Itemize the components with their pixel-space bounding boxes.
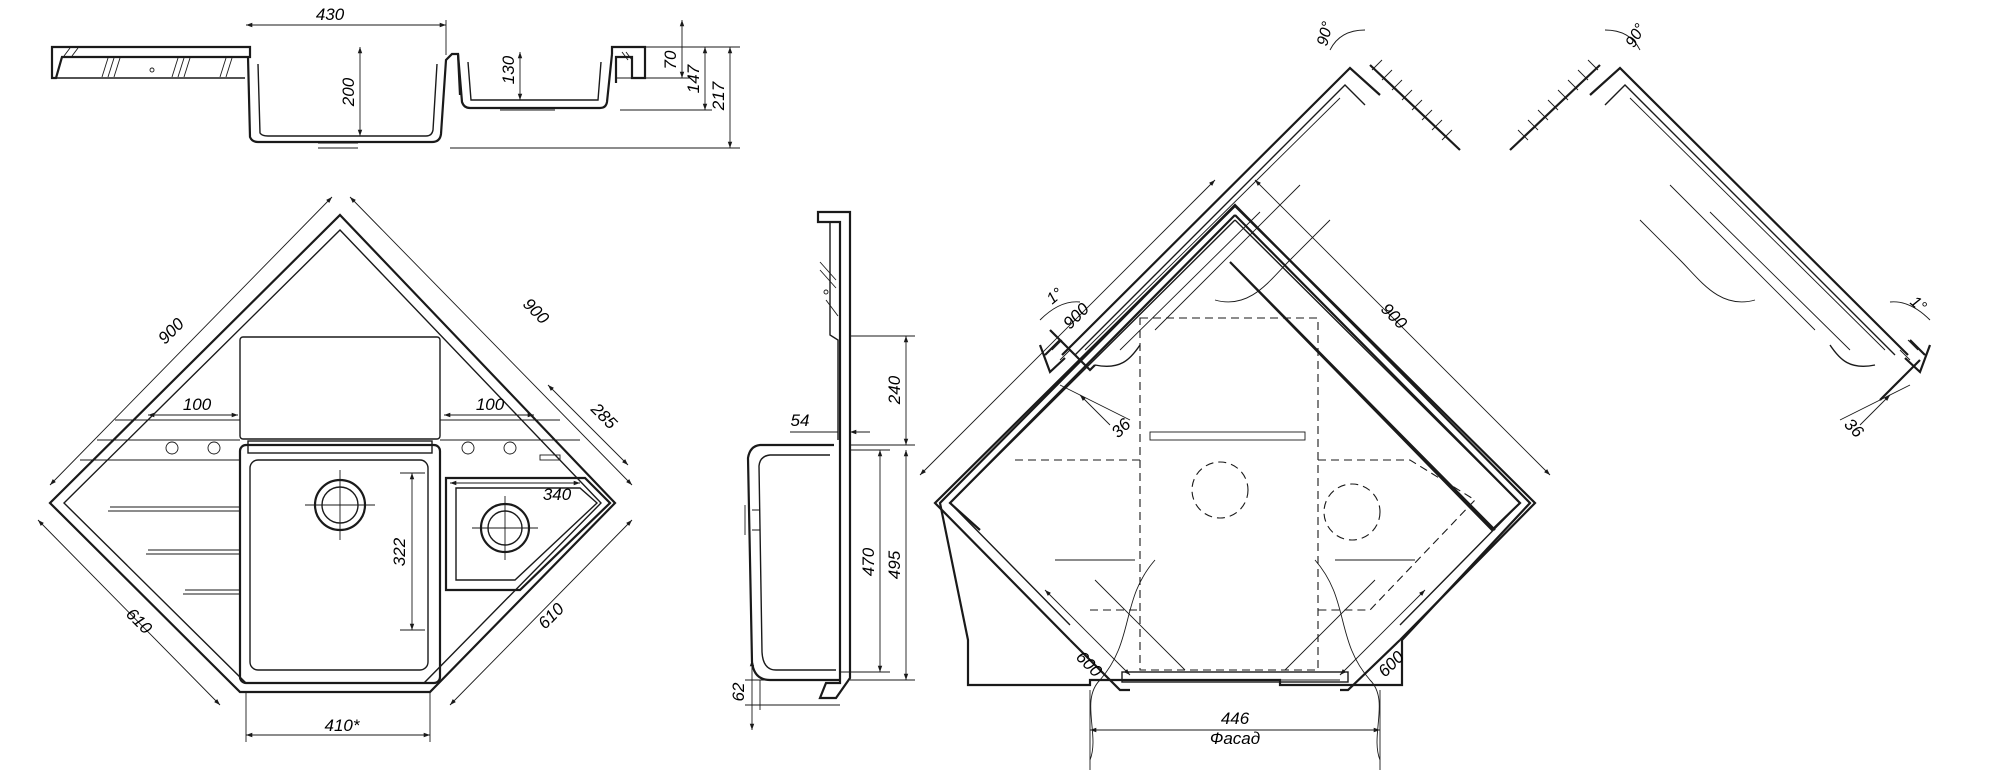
label-322: 322 bbox=[390, 537, 409, 566]
label-install-36-right: 36 bbox=[1840, 415, 1867, 442]
section-dimensions bbox=[246, 20, 740, 149]
label-900-left: 900 bbox=[154, 314, 188, 348]
label-610-left: 610 bbox=[122, 604, 156, 638]
label-200: 200 bbox=[339, 77, 358, 107]
cabinet-outline bbox=[933, 203, 1537, 692]
label-install-446: 446 bbox=[1221, 709, 1250, 728]
label-100-right: 100 bbox=[476, 395, 505, 414]
side-outline bbox=[744, 210, 852, 700]
installation-plan: 900 900 90° 90° 1° 1° 36 36 600 600 446 … bbox=[919, 19, 1932, 770]
installation-dimensions bbox=[919, 179, 1551, 733]
plan-dimensions bbox=[37, 196, 633, 742]
label-install-90-left: 90° bbox=[1314, 19, 1337, 47]
section-outline bbox=[50, 45, 647, 149]
label-340: 340 bbox=[543, 485, 572, 504]
label-install-90-right: 90° bbox=[1623, 21, 1650, 51]
label-147: 147 bbox=[684, 64, 703, 93]
label-install-36-left: 36 bbox=[1108, 414, 1135, 441]
label-install-600-left: 600 bbox=[1072, 647, 1106, 681]
label-130: 130 bbox=[499, 55, 518, 84]
label-facade: Фасад bbox=[1210, 729, 1260, 748]
label-70: 70 bbox=[661, 50, 680, 69]
label-install-900-right: 900 bbox=[1377, 299, 1411, 333]
detail-left bbox=[1038, 29, 1461, 426]
label-217: 217 bbox=[709, 81, 728, 111]
label-54: 54 bbox=[791, 411, 810, 430]
plan-view: 900 900 100 100 285 340 322 610 610 410* bbox=[37, 196, 633, 742]
label-62: 62 bbox=[729, 682, 748, 701]
side-dimensions bbox=[745, 335, 915, 730]
side-section-view: 240 54 470 495 62 bbox=[729, 210, 915, 730]
section-view-top: 430 200 130 70 147 217 bbox=[50, 5, 740, 149]
label-610-right: 610 bbox=[534, 599, 568, 633]
label-100-left: 100 bbox=[183, 395, 212, 414]
label-495: 495 bbox=[885, 550, 904, 579]
label-470: 470 bbox=[859, 547, 878, 576]
label-900-right: 900 bbox=[519, 294, 553, 328]
label-430: 430 bbox=[316, 5, 345, 24]
detail-right bbox=[1509, 29, 1932, 426]
label-install-1-right: 1° bbox=[1907, 293, 1930, 316]
label-install-600-right: 600 bbox=[1374, 647, 1408, 681]
label-240: 240 bbox=[885, 375, 904, 405]
label-410: 410* bbox=[325, 716, 361, 735]
